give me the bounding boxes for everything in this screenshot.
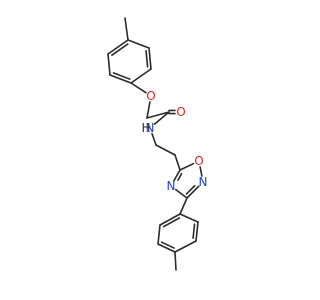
bond-r_n2-r_c3 [186, 185, 200, 199]
atom-label-n_amide: N [146, 121, 155, 135]
bond-e1-e2 [155, 144, 176, 156]
bond-a4-o_ether [130, 82, 147, 94]
bond-b4-me2 [174, 251, 177, 271]
bond-c_co-n_amide [153, 111, 170, 125]
bond-a1-a2 [107, 39, 129, 55]
bond-a4-a5 [130, 68, 152, 84]
bond-a3-a4-inner [112, 72, 131, 80]
bond-a2-a3 [107, 53, 111, 76]
bond-ch2-c_co [146, 111, 170, 119]
bond-a5-a6-inner [145, 49, 149, 68]
bond-b5-b6-inner [192, 223, 196, 239]
bond-a3-a4 [109, 74, 132, 84]
atom-label-o_co: O [176, 105, 185, 119]
bond-b1-b2-inner [162, 217, 181, 228]
atom-label-o_ether: O [146, 89, 155, 103]
bond-b3-b4 [157, 243, 176, 253]
atom-label-h_amide: H [141, 121, 150, 135]
bond-n_amide-e1 [151, 132, 157, 146]
bond-b6-b1 [179, 213, 199, 223]
bond-me1-a1 [124, 17, 129, 41]
bond-a5-a6 [148, 47, 152, 70]
bond-r_n4-r_c5-inner [177, 172, 183, 181]
bond-b5-b6 [195, 221, 199, 242]
bond-e2-r_c5 [174, 154, 181, 171]
bond-r_n4-r_c5 [173, 169, 181, 182]
bond-r_c3-b1 [179, 197, 188, 215]
atom-label-r_n4: N [167, 179, 176, 193]
bond-r_c3-r_n4 [175, 188, 188, 199]
bond-o_ether-ch2 [146, 101, 151, 119]
atom-label-r_n2: N [199, 175, 208, 189]
bond-b1-b2 [159, 213, 181, 226]
bond-r_n2-r_c3-inner [185, 184, 196, 195]
bond-b3-b4-inner [160, 241, 175, 249]
bond-b4-b5 [174, 240, 197, 253]
bond-r_o-r_n2 [199, 166, 203, 177]
atom-label-r_o: O [194, 154, 203, 168]
bond-r_c5-r_o [179, 162, 195, 171]
bond-a1-a2-inner [111, 43, 129, 56]
bond-b2-b3 [157, 224, 161, 245]
bond-layer [107, 17, 203, 271]
bond-a6-a1 [127, 39, 150, 49]
